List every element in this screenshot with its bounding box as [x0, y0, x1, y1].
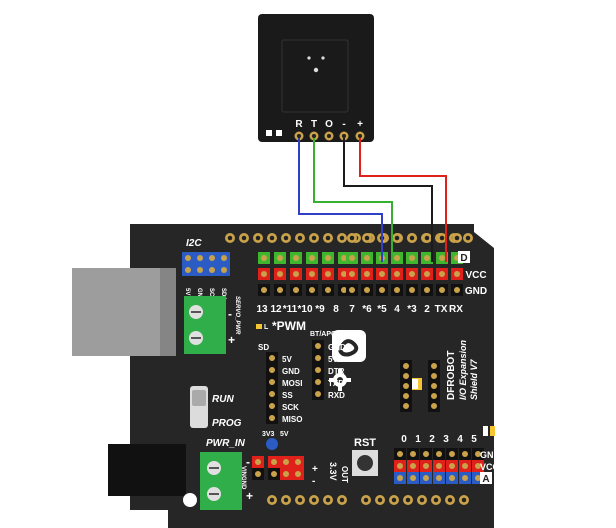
sd-pin-label: 5V [282, 355, 292, 364]
pwm-label: *PWM [272, 319, 306, 333]
i2c-pin-label: GND [196, 288, 202, 302]
out-3v-label: 3.3V [328, 462, 338, 481]
dc-jack [108, 444, 186, 496]
rst-label: RST [354, 437, 376, 449]
digital-pin-label: *10 [297, 304, 312, 315]
analog-badge-label: A [482, 474, 489, 485]
i2c-pin-label: SCL [208, 288, 214, 300]
v5v-label: 5V [280, 431, 289, 438]
minus-sign: - [312, 476, 315, 487]
digital-pin-label: 12 [270, 304, 282, 315]
wire-red [359, 138, 447, 262]
brand-sub-label: I/O Expansion [458, 339, 468, 400]
bt-pin-label: 5V [328, 355, 338, 364]
brand-label: DFROBOT [446, 351, 457, 400]
power-in-terminal [200, 452, 242, 510]
sensor-pin-label: - [342, 119, 345, 130]
usb-connector [72, 268, 176, 356]
plus-sign: + [312, 464, 318, 475]
analog-pin-label: 3 [443, 434, 449, 445]
gnd-label: GND [480, 450, 501, 460]
wire-black-2 [344, 186, 382, 214]
gear-icon [329, 369, 351, 391]
prog-label: PROG [212, 418, 242, 429]
plus-sign: + [228, 333, 235, 347]
sd-pin-label: GND [282, 367, 300, 376]
sensor-pin-label: T [311, 119, 317, 130]
bt-pin-label: TXD [328, 379, 344, 388]
digital-pin-label: *3 [407, 304, 417, 315]
analog-badge [480, 472, 492, 484]
sensor-pin-label: R [295, 119, 303, 130]
digital-badge [458, 251, 470, 263]
vcc-label: VCC [480, 462, 500, 472]
sd-pin-label: MOSI [282, 379, 302, 388]
sensor-module [258, 14, 374, 142]
analog-pin-label: 0 [401, 434, 407, 445]
bt-label: BT/APC [310, 331, 336, 338]
wire-green [313, 138, 393, 262]
analog-pin-label: 5 [471, 434, 477, 445]
analog-pin-label: 2 [429, 434, 435, 445]
digital-badge-label: D [460, 253, 467, 264]
out-label: OUT [340, 466, 349, 483]
digital-pin-label: 7 [349, 304, 355, 315]
brand-ver-label: Shield V7 [469, 358, 479, 400]
digital-pin-label: RX [449, 304, 463, 315]
i2c-pin-label: SDA [220, 288, 226, 301]
bt-pin-label: DTR [328, 367, 345, 376]
sd-pin-label: SCK [282, 403, 299, 412]
plus-sign: + [246, 489, 253, 503]
run-label: RUN [212, 394, 234, 405]
vin-gnd-label: VINGND [240, 466, 246, 490]
v3v3-label: 3V3 [262, 431, 275, 438]
sd-pin-label: MISO [282, 415, 302, 424]
i2c-pin-label: 5V [184, 288, 190, 295]
led-label: L [264, 324, 269, 331]
pwr-in-label: PWR_IN [206, 438, 246, 449]
wires [298, 138, 447, 262]
sd-label: SD [258, 343, 269, 352]
digital-pin-label: TX [435, 304, 448, 315]
gnd-label: GND [465, 286, 487, 297]
digital-pin-label: *6 [362, 304, 372, 315]
analog-pin-label: 1 [415, 434, 421, 445]
bt-pin-label: RXD [328, 391, 345, 400]
wire-black-1 [343, 138, 433, 262]
servo-pwr-label: SERVO_PWR [234, 296, 240, 335]
vcc-label: VCC [465, 270, 486, 281]
sd-pin-label: SS [282, 391, 293, 400]
digital-pin-label: 8 [333, 304, 339, 315]
servo-power-terminal [184, 296, 226, 354]
wire-blue [298, 138, 383, 262]
sensor-pin-label: O [325, 119, 333, 130]
digital-pin-label: 2 [424, 304, 430, 315]
sensor-pin-label: + [357, 119, 363, 130]
minus-sign: - [246, 455, 250, 469]
digital-pin-label: *9 [315, 304, 325, 315]
minus-sign: - [228, 307, 232, 321]
i2c-label: I2C [186, 238, 202, 249]
analog-pin-label: 4 [457, 434, 463, 445]
digital-pin-label: *5 [377, 304, 387, 315]
digital-pin-label: *11 [283, 304, 298, 315]
bt-pin-label: GND [328, 343, 346, 352]
digital-pin-label: 4 [394, 304, 400, 315]
digital-pin-label: 13 [256, 304, 268, 315]
